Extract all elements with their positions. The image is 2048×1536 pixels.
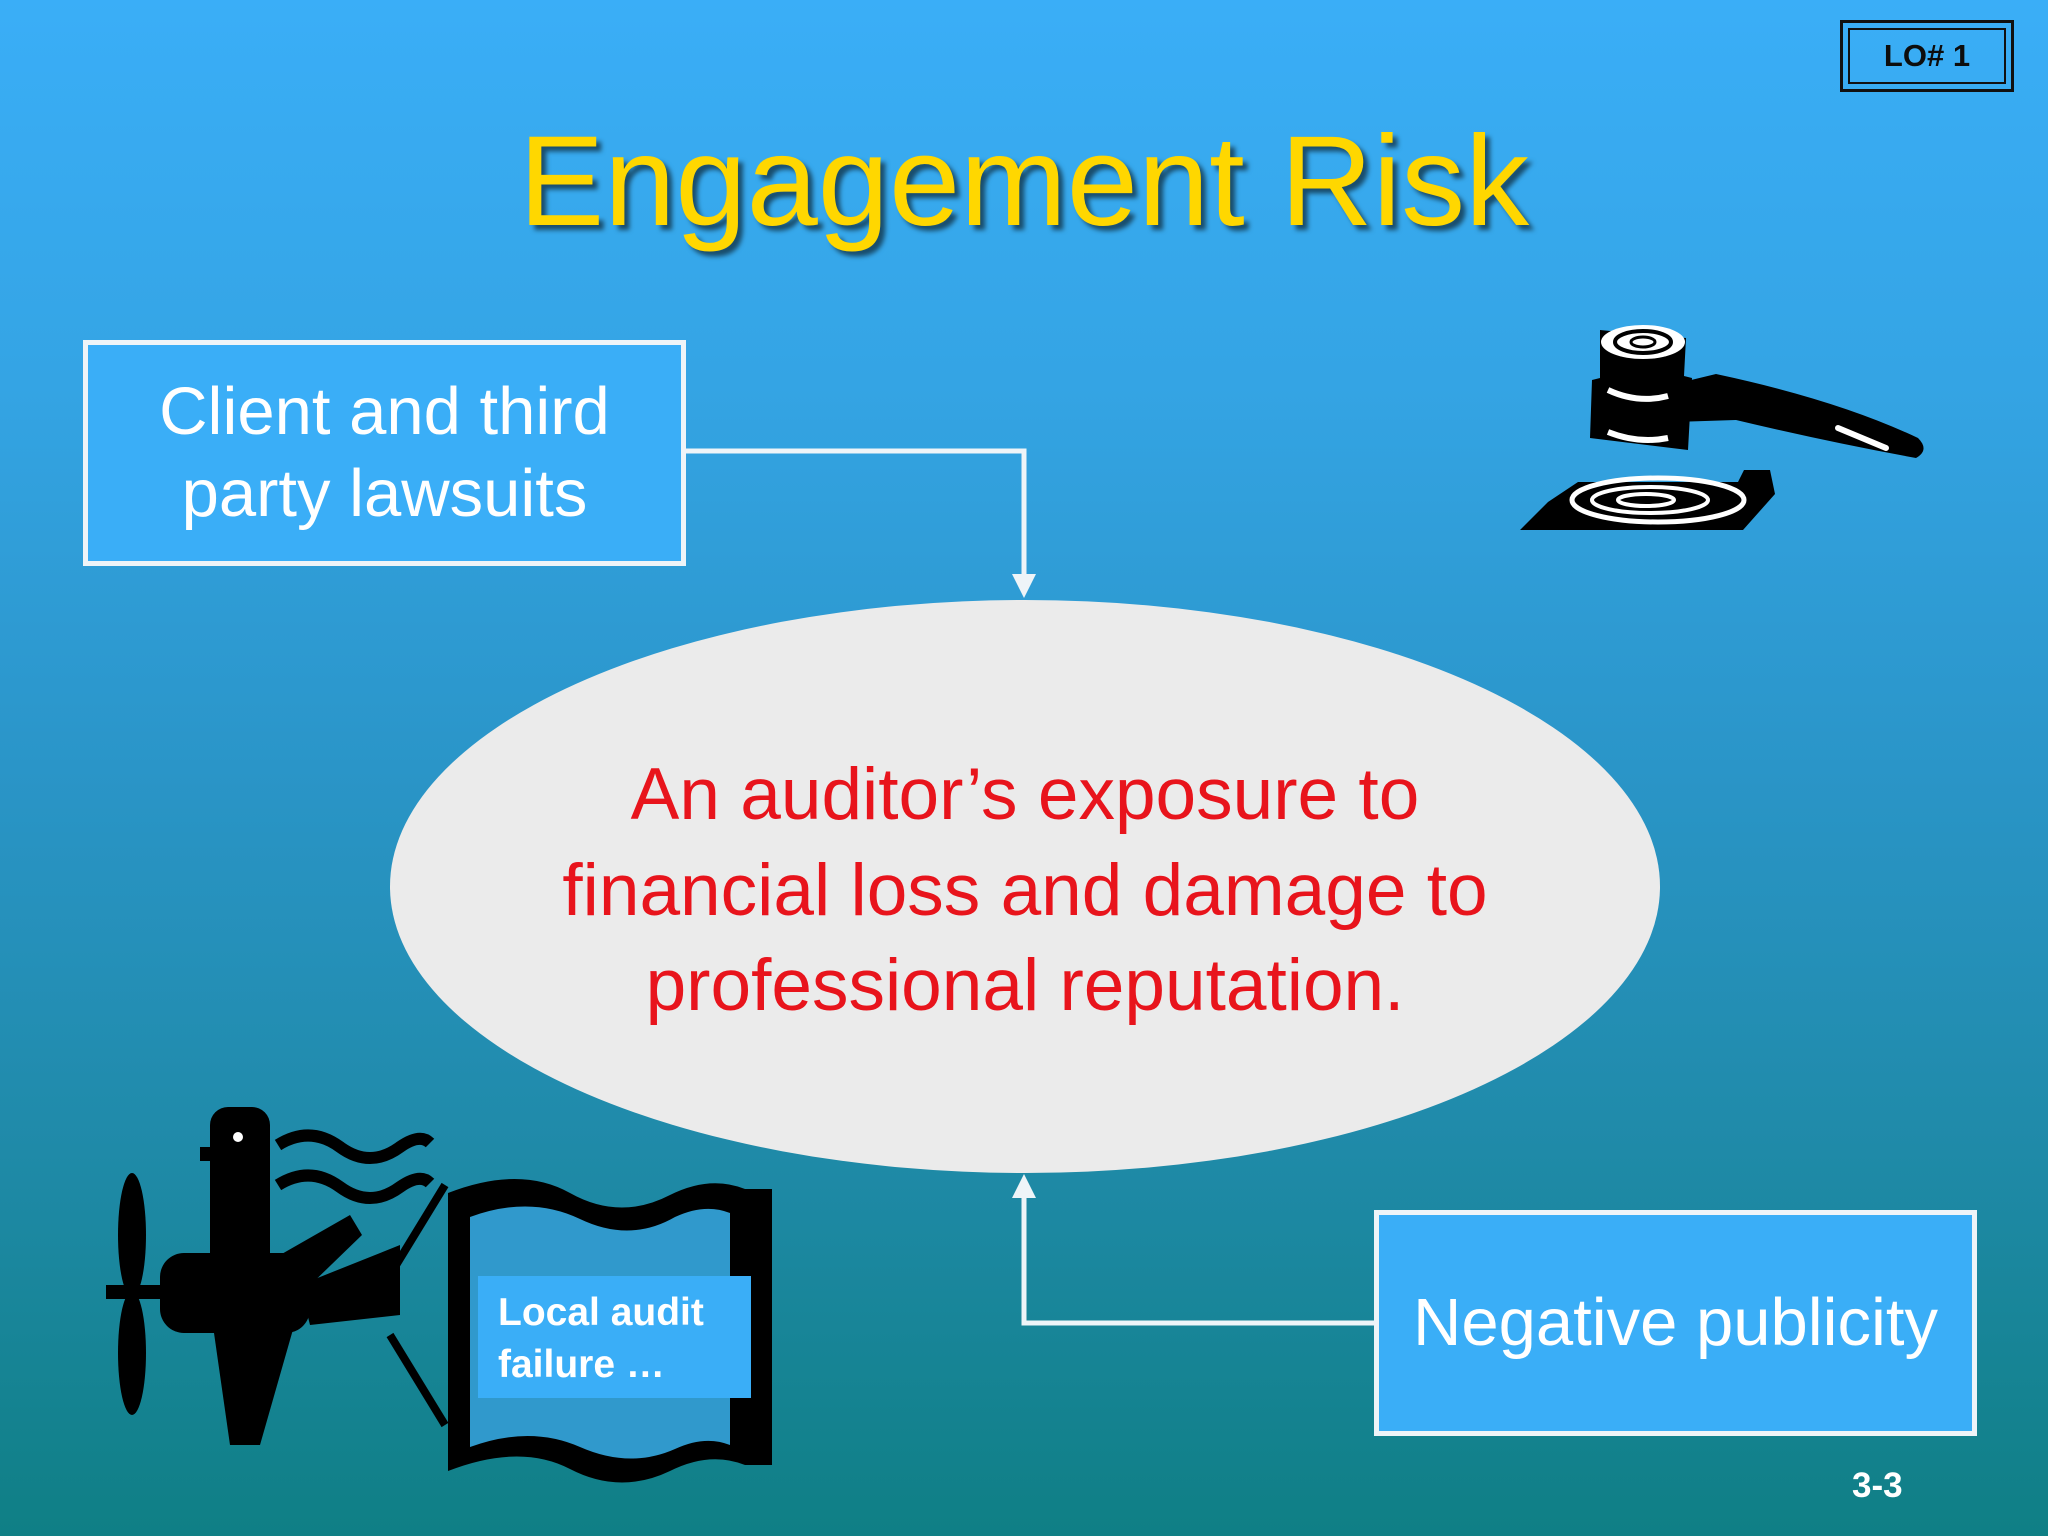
learning-objective-badge: LO# 1 — [1840, 20, 2014, 92]
definition-ellipse: An auditor’s exposure to financial loss … — [390, 600, 1660, 1173]
arrow-publicity-to-definition — [1012, 1174, 1374, 1326]
source-box-publicity: Negative publicity — [1374, 1210, 1977, 1436]
arrow-lawsuits-to-definition — [686, 448, 1036, 598]
source-label-audit-failure: Local audit failure … — [478, 1276, 751, 1398]
source-box-lawsuits: Client and third party lawsuits — [83, 340, 686, 566]
definition-text: An auditor’s exposure to financial loss … — [562, 754, 1488, 1027]
source-label-lawsuits: Client and third party lawsuits — [159, 374, 610, 531]
page-number: 3-3 — [1852, 1466, 1903, 1505]
slide-title: Engagement Risk — [518, 110, 1530, 253]
source-label-publicity: Negative publicity — [1412, 1285, 1939, 1361]
learning-objective-label: LO# 1 — [1883, 38, 1971, 73]
gavel-icon — [1520, 325, 1924, 530]
